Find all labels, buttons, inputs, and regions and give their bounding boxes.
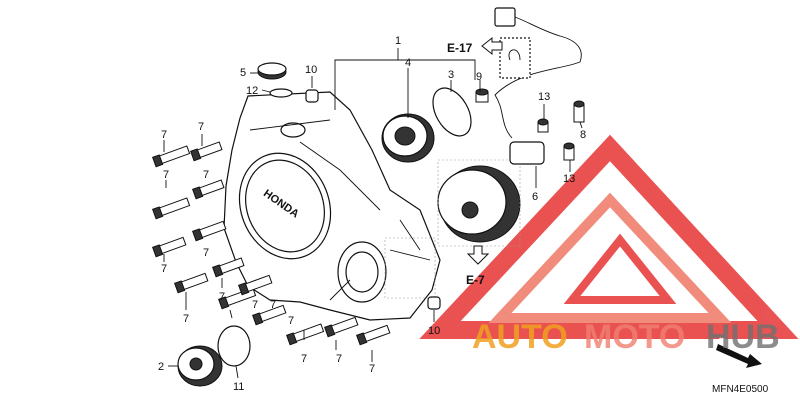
reference-e7-label: E-7 [466,273,485,287]
damper-plate [432,87,472,137]
bolt-8 [573,100,585,123]
watermark-hub: HUB [706,318,780,356]
callout-11: 11 [233,381,244,393]
callout-7j: 7 [270,299,276,311]
callout-7n: 7 [369,363,375,375]
callout-7d: 7 [203,169,209,181]
dowel-pin-bottom [427,296,441,310]
callout-7m: 7 [336,353,342,365]
dowel-pin-top [305,89,319,103]
callout-4: 4 [405,57,411,69]
reference-e17-label: E-17 [447,41,473,55]
callout-7e: 7 [161,263,167,275]
crankcase-cover: HONDA [223,91,441,321]
oil-filler-cap [257,62,293,98]
reference-e17: E-17 [447,36,503,56]
front-direction-arrow: FR. [715,335,762,368]
callout-3: 3 [448,69,454,81]
callout-1: 1 [395,35,401,47]
o-ring-11 [217,325,251,367]
callout-7l: 7 [301,353,307,365]
callout-5: 5 [240,67,246,79]
bolt-7-group [152,141,391,346]
bolt-13-lower [563,142,575,161]
alternator-rotor [437,159,521,247]
callout-7c: 7 [163,169,169,181]
callout-labels: 1 4 3 9 5 12 10 13 8 13 6 10 2 11 7 7 7 … [158,35,586,393]
watermark-logo [419,134,799,339]
callout-7b: 7 [198,121,204,133]
callout-10-bottom: 10 [428,325,440,337]
callout-13-upper: 13 [538,91,550,103]
damper-rubber [381,113,435,163]
watermark-auto: AUTO [472,318,568,356]
callout-13-lower: 13 [563,173,575,185]
callout-7f: 7 [203,247,209,259]
callout-7g: 7 [183,313,189,325]
pulse-generator [494,7,582,165]
watermark-moto: MOTO [584,318,685,356]
callout-7h: 7 [219,291,225,303]
bolt-13-upper [537,118,549,133]
reference-e7: E-7 [466,245,490,287]
callout-10-top: 10 [305,64,317,76]
diagram-ref-code: MFN4E0500 [712,384,769,395]
callout-2: 2 [158,361,164,373]
callout-7i: 7 [252,299,258,311]
leader-lines [163,48,583,379]
callout-12: 12 [246,85,258,97]
callout-6: 6 [532,191,538,203]
timing-hole-cap [177,345,223,387]
watermark-text: AUTO MOTO HUB [472,318,780,356]
callout-8: 8 [580,129,586,141]
callout-7k: 7 [288,315,294,327]
callout-7a: 7 [161,129,167,141]
bolt-9 [475,88,489,103]
callout-9: 9 [476,71,482,83]
